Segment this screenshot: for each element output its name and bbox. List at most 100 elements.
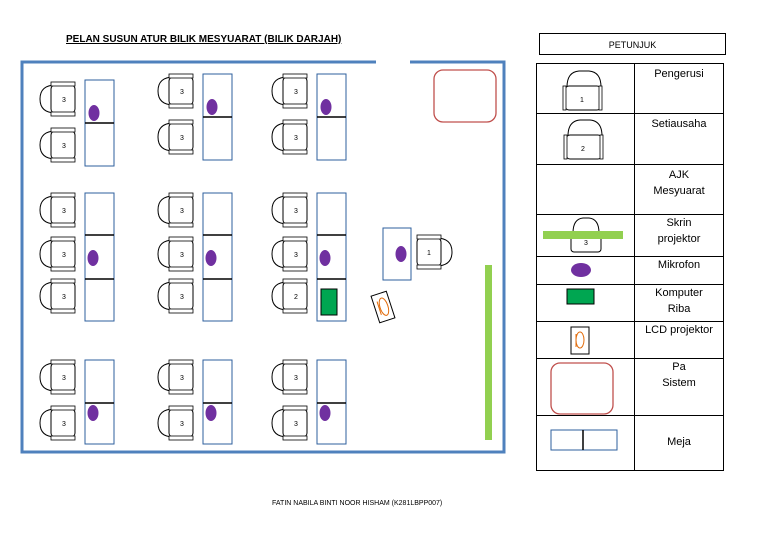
legend-label: Pa Sistem bbox=[662, 361, 696, 389]
svg-text:3: 3 bbox=[62, 375, 66, 382]
legend-row-pa: Pa Sistem bbox=[537, 358, 723, 415]
committee-chair: 3 bbox=[39, 127, 76, 163]
committee-chair: 3 bbox=[157, 359, 194, 395]
svg-text:3: 3 bbox=[62, 97, 66, 104]
legend-row-lcd: LCD projektor bbox=[537, 321, 723, 358]
pa-system bbox=[433, 69, 497, 123]
meeting-table bbox=[84, 359, 115, 445]
laptop bbox=[320, 288, 338, 316]
laptop-icon bbox=[566, 288, 595, 305]
committee-chair: 3 bbox=[157, 73, 194, 109]
committee-chair: 3 bbox=[157, 278, 194, 314]
microphone-icon bbox=[571, 263, 591, 277]
committee-chair: 3 bbox=[157, 236, 194, 272]
legend-row-committee: AJK Mesyuarat bbox=[537, 164, 723, 214]
svg-text:3: 3 bbox=[180, 89, 184, 96]
svg-text:3: 3 bbox=[294, 89, 298, 96]
committee-chair: 3 bbox=[39, 192, 76, 228]
svg-text:3: 3 bbox=[62, 208, 66, 215]
chairperson-chair-icon: 1 bbox=[562, 70, 603, 111]
meeting-table bbox=[316, 359, 347, 445]
secretary-chair-icon: 2 bbox=[563, 119, 604, 160]
svg-text:2: 2 bbox=[581, 146, 585, 153]
page-title: PELAN SUSUN ATUR BILIK MESYUARAT (BILIK … bbox=[66, 34, 342, 45]
legend-row-chairperson: 1 Pengerusi bbox=[537, 64, 723, 113]
room-floor-plan: 3 3 3 3 3 3 3 3 3 3 3 3 3 3 2 3 3 3 3 3 3 1 bbox=[20, 60, 506, 454]
svg-text:3: 3 bbox=[62, 294, 66, 301]
legend-label: AJK Mesyuarat bbox=[653, 169, 705, 197]
legend-heading: PETUNJUK bbox=[539, 33, 726, 55]
committee-chair: 3 bbox=[39, 81, 76, 117]
svg-text:3: 3 bbox=[62, 252, 66, 259]
svg-text:3: 3 bbox=[584, 240, 588, 247]
svg-text:3: 3 bbox=[294, 208, 298, 215]
committee-chair: 3 bbox=[157, 119, 194, 155]
committee-chair: 3 bbox=[271, 359, 308, 395]
svg-text:3: 3 bbox=[180, 135, 184, 142]
pa-system-icon bbox=[550, 362, 614, 415]
chairperson-chair: 1 bbox=[416, 234, 453, 270]
legend-symbol bbox=[537, 416, 635, 470]
svg-text:3: 3 bbox=[180, 421, 184, 428]
svg-text:3: 3 bbox=[62, 143, 66, 150]
committee-chair: 3 bbox=[39, 278, 76, 314]
svg-text:3: 3 bbox=[294, 252, 298, 259]
committee-chair: 3 bbox=[157, 405, 194, 441]
svg-text:2: 2 bbox=[294, 294, 298, 301]
svg-text:3: 3 bbox=[180, 294, 184, 301]
meeting-table bbox=[202, 359, 233, 445]
microphone bbox=[87, 250, 99, 266]
microphone bbox=[206, 99, 218, 115]
svg-text:3: 3 bbox=[62, 421, 66, 428]
legend-symbol: 2 bbox=[537, 114, 635, 164]
legend-symbol: 3 bbox=[537, 215, 635, 256]
legend-label: Pengerusi bbox=[654, 68, 704, 80]
legend-symbol bbox=[537, 359, 635, 415]
svg-text:3: 3 bbox=[294, 421, 298, 428]
svg-text:1: 1 bbox=[427, 250, 431, 257]
secretary-chair: 2 bbox=[271, 278, 308, 314]
legend-symbol bbox=[537, 285, 635, 321]
microphone bbox=[88, 105, 100, 121]
legend-label: Mikrofon bbox=[657, 259, 701, 271]
committee-chair: 3 bbox=[271, 73, 308, 109]
svg-text:3: 3 bbox=[180, 375, 184, 382]
committee-chair: 3 bbox=[157, 192, 194, 228]
legend-label: Komputer Riba bbox=[655, 287, 703, 315]
legend-table: 1 Pengerusi 2 Setiausaha AJK Mesyuarat bbox=[536, 63, 724, 471]
committee-chair: 3 bbox=[271, 119, 308, 155]
svg-text:3: 3 bbox=[294, 375, 298, 382]
projector-screen bbox=[485, 265, 492, 440]
table-icon bbox=[550, 429, 618, 451]
legend-row-table: Meja bbox=[537, 415, 723, 470]
microphone bbox=[87, 405, 99, 421]
committee-chair: 3 bbox=[271, 236, 308, 272]
legend-label: LCD projektor bbox=[645, 324, 713, 336]
legend-symbol bbox=[537, 165, 635, 214]
microphone bbox=[205, 405, 217, 421]
microphone bbox=[319, 405, 331, 421]
room-wall bbox=[20, 60, 506, 454]
footer-author: FATIN NABILA BINTI NOOR HISHAM (K281LBPP… bbox=[272, 500, 443, 507]
microphone bbox=[395, 246, 407, 262]
legend-row-microphone: Mikrofon bbox=[537, 256, 723, 284]
committee-chair: 3 bbox=[271, 192, 308, 228]
lcd-projector bbox=[370, 290, 396, 324]
legend-row-screen: 3 Skrin projektor bbox=[537, 214, 723, 256]
committee-chair: 3 bbox=[271, 405, 308, 441]
svg-text:3: 3 bbox=[180, 252, 184, 259]
legend-row-laptop: Komputer Riba bbox=[537, 284, 723, 321]
legend-label: Skrin projektor bbox=[657, 217, 701, 245]
committee-chair: 3 bbox=[39, 236, 76, 272]
legend-row-secretary: 2 Setiausaha bbox=[537, 113, 723, 164]
svg-text:3: 3 bbox=[180, 208, 184, 215]
lcd-projector-icon bbox=[570, 326, 590, 355]
legend-label: Meja bbox=[667, 436, 691, 448]
microphone bbox=[205, 250, 217, 266]
committee-chair: 3 bbox=[39, 405, 76, 441]
legend-symbol bbox=[537, 322, 635, 358]
legend-label: Setiausaha bbox=[651, 118, 707, 130]
microphone bbox=[320, 99, 332, 115]
svg-text:3: 3 bbox=[294, 135, 298, 142]
projector-screen-icon: 3 bbox=[543, 217, 623, 253]
